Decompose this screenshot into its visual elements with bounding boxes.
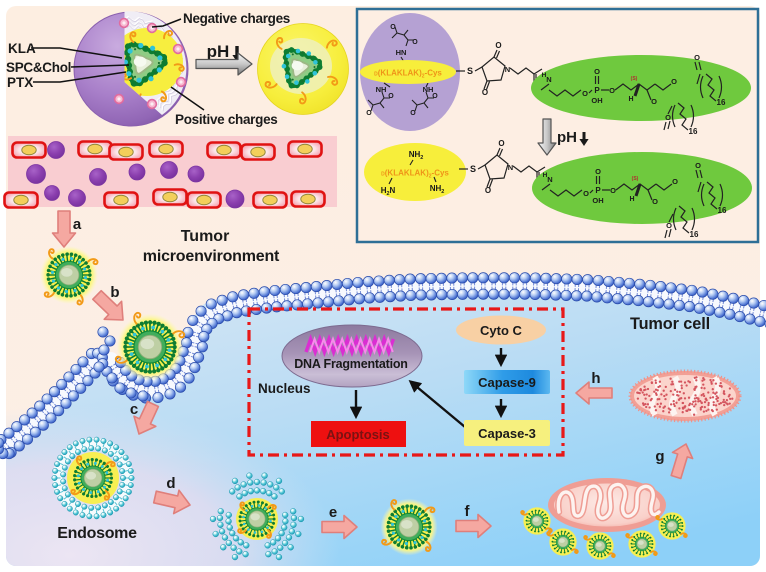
svg-text:H: H (542, 72, 547, 79)
svg-text:O: O (412, 39, 418, 46)
svg-text:b: b (110, 284, 119, 301)
svg-text:O: O (432, 93, 438, 100)
svg-text:O: O (390, 24, 396, 31)
svg-text:d: d (166, 475, 175, 492)
svg-text:N: N (546, 75, 551, 84)
svg-text:e: e (329, 504, 337, 521)
svg-text:Positive charges: Positive charges (175, 112, 278, 127)
svg-text:H: H (629, 196, 634, 203)
svg-text:NH: NH (423, 85, 434, 94)
svg-text:O: O (366, 110, 372, 117)
svg-text:P: P (594, 86, 600, 95)
svg-text:Tumor cell: Tumor cell (630, 315, 710, 333)
svg-text:N: N (547, 175, 552, 184)
svg-text:O: O (609, 86, 615, 95)
svg-text:h: h (591, 370, 600, 387)
svg-text:O: O (695, 161, 701, 170)
svg-text:O: O (652, 197, 658, 206)
svg-text:O: O (388, 93, 394, 100)
svg-text:Capase-9: Capase-9 (478, 375, 536, 390)
svg-text:16: 16 (717, 98, 726, 107)
svg-text:O: O (498, 139, 504, 148)
svg-text:Endosome: Endosome (57, 525, 137, 542)
svg-text:16: 16 (689, 127, 698, 136)
svg-text:O: O (594, 67, 600, 76)
svg-text:O: O (495, 41, 501, 50)
svg-text:S: S (470, 164, 476, 174)
svg-text:16: 16 (690, 230, 699, 239)
svg-text:O: O (485, 186, 491, 195)
svg-text:O: O (610, 186, 616, 195)
svg-text:O: O (671, 77, 677, 86)
svg-text:(S): (S) (632, 176, 639, 182)
svg-text:PTX: PTX (7, 75, 33, 90)
svg-text:SPC&Chol: SPC&Chol (6, 60, 71, 75)
svg-text:Tumor: Tumor (181, 228, 230, 245)
svg-text:HN: HN (396, 48, 407, 57)
svg-text:OH: OH (591, 96, 602, 105)
svg-text:NH2: NH2 (430, 184, 445, 195)
svg-text:D(KLAKLAK)2-Cys: D(KLAKLAK)2-Cys (374, 69, 442, 80)
svg-text:NH: NH (376, 85, 387, 94)
svg-text:O: O (694, 53, 700, 62)
svg-text:Negative charges: Negative charges (183, 11, 290, 26)
svg-text:g: g (655, 448, 664, 465)
svg-text:a: a (73, 216, 82, 233)
svg-text:c: c (130, 401, 138, 418)
svg-text:(S): (S) (631, 76, 638, 82)
svg-text:OH: OH (592, 196, 603, 205)
svg-text:Cyto C: Cyto C (480, 323, 523, 338)
svg-text:O: O (666, 221, 672, 230)
svg-text:O: O (672, 177, 678, 186)
svg-text:Nucleus: Nucleus (258, 381, 311, 396)
svg-text:microenvironment: microenvironment (143, 248, 280, 265)
svg-text:DNA Fragmentation: DNA Fragmentation (294, 357, 408, 371)
svg-text:N: N (505, 65, 510, 74)
svg-text:O: O (651, 97, 657, 106)
svg-text:Capase-3: Capase-3 (478, 426, 536, 441)
svg-text:N: N (508, 163, 513, 172)
svg-text:S: S (467, 66, 473, 76)
svg-text:H: H (543, 172, 548, 179)
svg-text:O: O (410, 110, 416, 117)
svg-text:O: O (595, 167, 601, 176)
svg-text:NH2: NH2 (409, 150, 424, 161)
svg-text:O: O (665, 113, 671, 122)
svg-text:H: H (628, 96, 633, 103)
svg-text:O: O (582, 89, 588, 98)
svg-text:f: f (465, 503, 471, 520)
svg-text:KLA: KLA (8, 41, 36, 56)
svg-text:16: 16 (718, 206, 727, 215)
svg-text:O: O (583, 189, 589, 198)
svg-text:O: O (482, 88, 488, 97)
svg-text:pH: pH (207, 42, 230, 61)
svg-text:D(KLAKLAK)2-Cys: D(KLAKLAK)2-Cys (381, 169, 449, 180)
svg-text:P: P (595, 186, 601, 195)
svg-text:H2N: H2N (381, 186, 396, 197)
svg-text:pH: pH (557, 129, 577, 146)
svg-text:Apoptosis: Apoptosis (326, 427, 390, 442)
